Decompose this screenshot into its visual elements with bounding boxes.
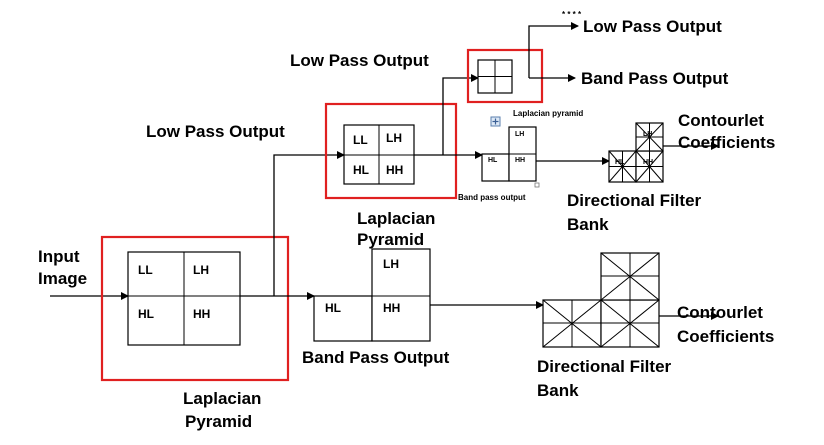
lp-2-highlight xyxy=(324,102,458,200)
dfb-1-label-line2: Bank xyxy=(537,381,579,400)
laplacian-pyramid-small-label: Laplacian pyramid xyxy=(513,109,583,118)
band-pass-output-small-label: Band pass output xyxy=(458,193,526,202)
input-image-label-line1: Input xyxy=(38,247,80,266)
low-pass-output-label-1: Low Pass Output xyxy=(146,122,285,141)
dfb-2-lh-label: LH xyxy=(643,131,652,138)
bp-2-lh-label: LH xyxy=(515,131,524,138)
lp-1-lh-label: LH xyxy=(193,263,209,277)
lp-1-label-line1: Laplacian xyxy=(183,389,261,408)
lp-2-hl-label: HL xyxy=(353,163,369,177)
bp-2-hl-label: HL xyxy=(488,157,498,164)
dfb-2-label-line2: Bank xyxy=(567,215,609,234)
contourlet-2-line2: Coefficients xyxy=(678,133,775,152)
lp-2-hh-label: HH xyxy=(386,163,403,177)
low-pass-output-label-3: Low Pass Output xyxy=(583,17,722,36)
lp-3-highlight xyxy=(466,48,544,104)
low-pass-2-arrow xyxy=(442,74,479,155)
band-pass-block-1: LH HL HH xyxy=(313,248,431,342)
low-pass-1-arrow xyxy=(273,151,345,296)
bp-1-hl-label: HL xyxy=(325,301,341,315)
bp-1-hh-label: HH xyxy=(383,301,400,315)
lp-2-label-line2: Pyramid xyxy=(357,230,424,249)
contourlet-2-line1: Contourlet xyxy=(678,111,764,130)
lp-2-lh-label: LH xyxy=(386,131,402,145)
lp-1-ll-label: LL xyxy=(138,263,153,277)
lp-2-label-line1: Laplacian xyxy=(357,209,435,228)
band-pass-output-label-2: Band Pass Output xyxy=(581,69,729,88)
lp-1-hh-label: HH xyxy=(193,307,210,321)
lp-1-label-line2: Pyramid xyxy=(185,412,252,431)
lp-2-subband-grid: LL LH HL HH xyxy=(343,124,415,185)
low-pass-output-label-2: Low Pass Output xyxy=(290,51,429,70)
dfb-1-label-line1: Directional Filter xyxy=(537,357,672,376)
band-pass-output-label-1: Band Pass Output xyxy=(302,348,450,367)
bp-2-hh-label: HH xyxy=(515,157,525,164)
dots-label: * * * * xyxy=(562,10,582,19)
lp-2-ll-label: LL xyxy=(353,133,368,147)
lp-1-subband-grid: LL LH HL HH xyxy=(127,251,241,346)
small-lp-icon xyxy=(490,116,501,127)
band-pass-block-2: LH HL HH xyxy=(481,126,540,188)
dfb-2-label-line1: Directional Filter xyxy=(567,191,702,210)
dfb-2-hh-label: HH xyxy=(643,159,653,166)
dfb-2-hl-label: HL xyxy=(615,159,625,166)
lp-1-highlight xyxy=(100,235,290,382)
contourlet-1-line2: Coefficients xyxy=(677,327,774,346)
dfb-1-block xyxy=(542,252,660,348)
lp-1-hl-label: HL xyxy=(138,307,154,321)
low-pass-3-arrow xyxy=(528,22,579,78)
bp-1-lh-label: LH xyxy=(383,257,399,271)
contourlet-1-line1: Contourlet xyxy=(677,303,763,322)
input-image-label-line2: Image xyxy=(38,269,87,288)
lp-3-subband-grid xyxy=(477,59,513,94)
dfb-2-block: LH HL HH xyxy=(608,122,664,183)
